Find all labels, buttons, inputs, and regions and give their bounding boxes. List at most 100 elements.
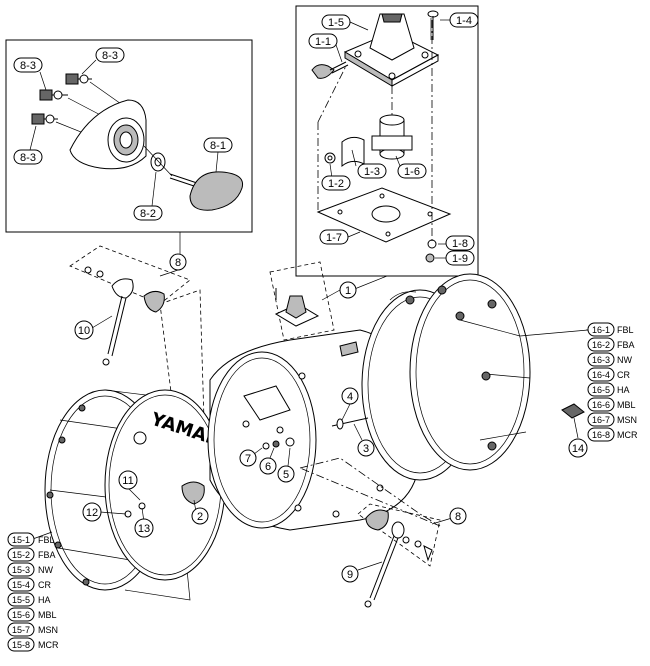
svg-text:8: 8 [175,257,181,269]
shell-hardware [262,417,369,450]
label-1-8: 1-8 [445,235,475,251]
svg-text:NW: NW [617,355,632,365]
svg-text:15-8: 15-8 [12,640,30,650]
label-1-2: 1-2 [321,175,351,191]
svg-text:FBL: FBL [617,325,634,335]
label-8-2: 8-2 [133,205,163,221]
svg-text:1-8: 1-8 [452,238,468,250]
callout-13: 13 [134,518,154,538]
svg-text:8-2: 8-2 [140,208,156,220]
svg-text:1-5: 1-5 [328,17,344,29]
screw-1-4 [427,10,439,40]
svg-text:1-3: 1-3 [364,166,380,178]
callout-1: 1 [339,281,357,299]
svg-text:16-3: 16-3 [592,355,610,365]
callout-12: 12 [82,502,102,522]
label-8-3-top: 8-3 [95,47,125,63]
label-8-3-mid: 8-3 [13,57,43,73]
svg-text:5: 5 [283,469,289,481]
callout-3: 3 [357,439,375,457]
svg-text:1: 1 [345,285,351,297]
legend-16-item: 16-5 HA [587,382,630,397]
inset-box-part-8 [5,39,253,233]
legend-15: 15-1 FBL 15-2 FBA 15-3 NW 15-4 CR 15-5 H… [7,532,59,652]
nut-1-9 [425,253,435,263]
rear-hoop [405,273,531,471]
svg-text:HA: HA [38,595,51,605]
svg-text:4: 4 [347,391,353,403]
legend-16: 16-1 FBL 16-2 FBA 16-3 NW 16-4 CR 16-5 H… [587,322,638,442]
svg-text:1-9: 1-9 [452,253,468,265]
svg-text:HA: HA [617,385,630,395]
label-1-3: 1-3 [357,163,387,179]
svg-text:CR: CR [617,370,630,380]
callout-2: 2 [191,507,209,525]
svg-text:8: 8 [455,511,461,523]
label-1-5: 1-5 [321,14,351,30]
svg-text:3: 3 [363,443,369,455]
svg-text:16-8: 16-8 [592,430,610,440]
svg-text:12: 12 [86,507,98,519]
callout-7: 7 [239,449,257,467]
label-1-9: 1-9 [445,250,475,266]
sleeve-1-6 [371,114,413,160]
svg-text:CR: CR [38,580,51,590]
svg-text:15-7: 15-7 [12,625,30,635]
svg-text:9: 9 [347,569,353,581]
lug-assembly-shell-low [365,509,433,562]
svg-text:15-1: 15-1 [12,535,30,545]
badge-14 [561,403,585,419]
legend-16-item: 16-2 FBA [587,337,635,352]
svg-text:FBA: FBA [38,550,56,560]
svg-text:MSN: MSN [38,625,58,635]
gasket-plate-1-7 [316,187,452,243]
callout-5: 5 [277,465,295,483]
svg-text:8-3: 8-3 [20,152,36,164]
svg-text:10: 10 [78,325,90,337]
legend-15-item: 15-6 MBL [7,607,57,622]
svg-text:1-7: 1-7 [326,232,342,244]
label-8-3-low: 8-3 [13,149,43,165]
svg-text:1-1: 1-1 [315,36,331,48]
svg-text:MBL: MBL [617,400,636,410]
svg-text:1-2: 1-2 [328,178,344,190]
bolt-8-3-mid [39,89,68,101]
svg-text:6: 6 [265,461,271,473]
callout-9: 9 [341,565,359,583]
legend-15-item: 15-1 FBL [7,532,55,547]
legend-16-item: 16-1 FBL [587,322,634,337]
mount-bracket-1-5 [343,13,440,87]
bolt-8-3-top [65,73,92,85]
svg-text:MCR: MCR [617,430,638,440]
svg-text:16-1: 16-1 [592,325,610,335]
svg-text:15-5: 15-5 [12,595,30,605]
label-1-7: 1-7 [319,229,349,245]
legend-15-item: 15-2 FBA [7,547,56,562]
svg-text:1-6: 1-6 [404,166,420,178]
svg-text:13: 13 [138,523,150,535]
lug-casing [69,99,147,170]
washer-1-8 [427,239,437,249]
svg-text:8-3: 8-3 [20,60,36,72]
t-bolt-8-1 [169,171,244,211]
svg-text:16-5: 16-5 [592,385,610,395]
svg-text:2: 2 [197,511,203,523]
svg-text:MBL: MBL [38,610,57,620]
callout-6: 6 [259,457,277,475]
legend-16-item: 16-6 MBL [587,397,636,412]
callout-10: 10 [74,320,94,340]
legend-16-item: 16-3 NW [587,352,632,367]
svg-text:MCR: MCR [38,640,59,650]
legend-16-item: 16-8 MCR [587,427,638,442]
legend-16-item: 16-7 MSN [587,412,637,427]
legend-15-item: 15-4 CR [7,577,51,592]
svg-text:MSN: MSN [617,415,637,425]
svg-text:15-4: 15-4 [12,580,30,590]
svg-text:15-3: 15-3 [12,565,30,575]
callout-4: 4 [341,387,359,405]
callout-11: 11 [118,470,138,490]
svg-text:8-1: 8-1 [210,140,226,152]
svg-text:14: 14 [572,443,584,455]
legend-15-item: 15-7 MSN [7,622,58,637]
